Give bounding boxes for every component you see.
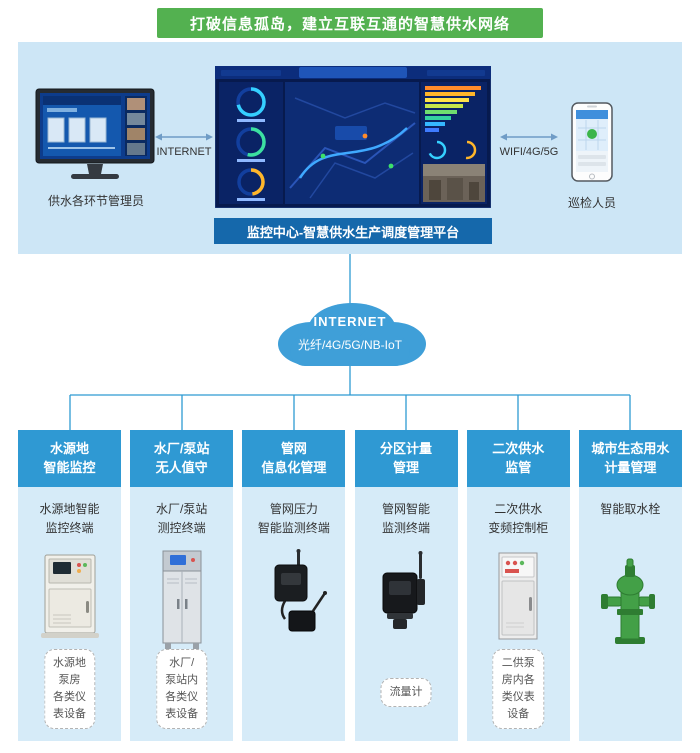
admin-role-label: 供水各环节管理员	[47, 194, 144, 208]
cloud-network-label: 光纤/4G/5G/NB-IoT	[297, 338, 403, 352]
field-devices-label: 水厂/泵站内 各类仪表设备	[155, 648, 208, 729]
desktop-monitor-icon	[35, 88, 155, 179]
internet-cloud: INTERNET 光纤/4G/5G/NB-IoT	[260, 292, 440, 376]
cloud-internet-label: INTERNET	[313, 314, 387, 329]
field-devices-label: 水源地泵房 各类仪表设备	[43, 648, 96, 729]
terminal-label: 二次供水 变频控制柜	[488, 502, 549, 536]
control-cabinet-icon	[40, 554, 99, 638]
column-panel: 水源地智能 监控终端 水源地泵房 各类仪表设	[18, 487, 121, 741]
wifi-link-arrow-icon	[500, 133, 558, 141]
platform-title-text: 监控中心-智慧供水生产调度管理平台	[246, 224, 460, 240]
terminal-label: 智能取水栓	[600, 502, 661, 516]
dashboard-gauges	[219, 82, 283, 204]
field-devices-label: 二供泵房内各 类仪表设备	[492, 648, 544, 729]
dashboard-screenshot	[215, 66, 491, 208]
column-header: 二次供水 监管	[466, 430, 570, 487]
terminal-label: 管网压力 智能监测终端	[257, 502, 330, 536]
column-panel: 管网智能 监测终端 流量计	[354, 487, 458, 741]
column-district-metering: 分区计量 管理 管网智能 监测终端 流量计	[354, 430, 458, 741]
smart-hydrant-icon	[601, 558, 656, 644]
internet-link-label: INTERNET	[156, 146, 212, 158]
dashboard-bar-chart	[421, 82, 487, 204]
pressure-sensor-icon	[274, 549, 327, 632]
column-header: 分区计量 管理	[354, 430, 458, 487]
dashboard-map	[285, 82, 419, 204]
subsystem-columns: 水源地 智能监控 水源地智能 监控终端	[18, 430, 682, 741]
terminal-label: 水厂/泵站 测控终端	[156, 502, 208, 536]
column-header: 城市生态用水 计量管理	[578, 430, 682, 487]
column-water-source-monitoring: 水源地 智能监控 水源地智能 监控终端	[18, 430, 121, 741]
column-header: 水源地 智能监控	[18, 430, 121, 487]
terminal-label: 水源地智能 监控终端	[39, 502, 100, 536]
platform-title: 监控中心-智慧供水生产调度管理平台	[214, 218, 492, 244]
smart-meter-sensor-icon	[382, 551, 426, 629]
column-secondary-supply: 二次供水 监管 二次供水 变频控制柜 二	[466, 430, 570, 741]
column-panel: 水厂/泵站 测控终端 水厂/泵站内 各类仪表	[130, 487, 234, 741]
banner-title: 打破信息孤岛，建立互联互通的智慧供水网络	[157, 8, 543, 38]
banner-text: 打破信息孤岛，建立互联互通的智慧供水网络	[189, 15, 510, 33]
top-overview-panel: 供水各环节管理员 INTERNET	[18, 42, 682, 254]
tall-cabinet-icon	[162, 550, 202, 649]
column-header: 管网 信息化管理	[242, 430, 346, 487]
column-panel: 管网压力 智能监测终端	[242, 487, 346, 741]
column-plant-pump-unattended: 水厂/泵站 无人值守 水厂/泵站 测控终端	[130, 430, 234, 741]
field-devices-label: 流量计	[380, 677, 432, 707]
column-panel: 二次供水 变频控制柜 二供泵房内各 类仪表设备	[466, 487, 570, 741]
cloud-icon	[278, 303, 426, 366]
inspector-role-label: 巡检人员	[567, 196, 616, 210]
wifi-link-label: WIFI/4G/5G	[499, 146, 559, 158]
column-eco-water-metering: 城市生态用水 计量管理 智能取水栓	[578, 430, 682, 741]
column-pipe-network-info: 管网 信息化管理 管网压力 智能监测终端	[242, 430, 346, 741]
terminal-label: 管网智能 监测终端	[382, 502, 431, 536]
vfd-cabinet-icon	[498, 552, 538, 640]
internet-link-arrow-icon	[155, 133, 213, 141]
column-panel: 智能取水栓	[578, 487, 682, 741]
mobile-phone-icon	[571, 102, 613, 182]
column-header: 水厂/泵站 无人值守	[130, 430, 234, 487]
